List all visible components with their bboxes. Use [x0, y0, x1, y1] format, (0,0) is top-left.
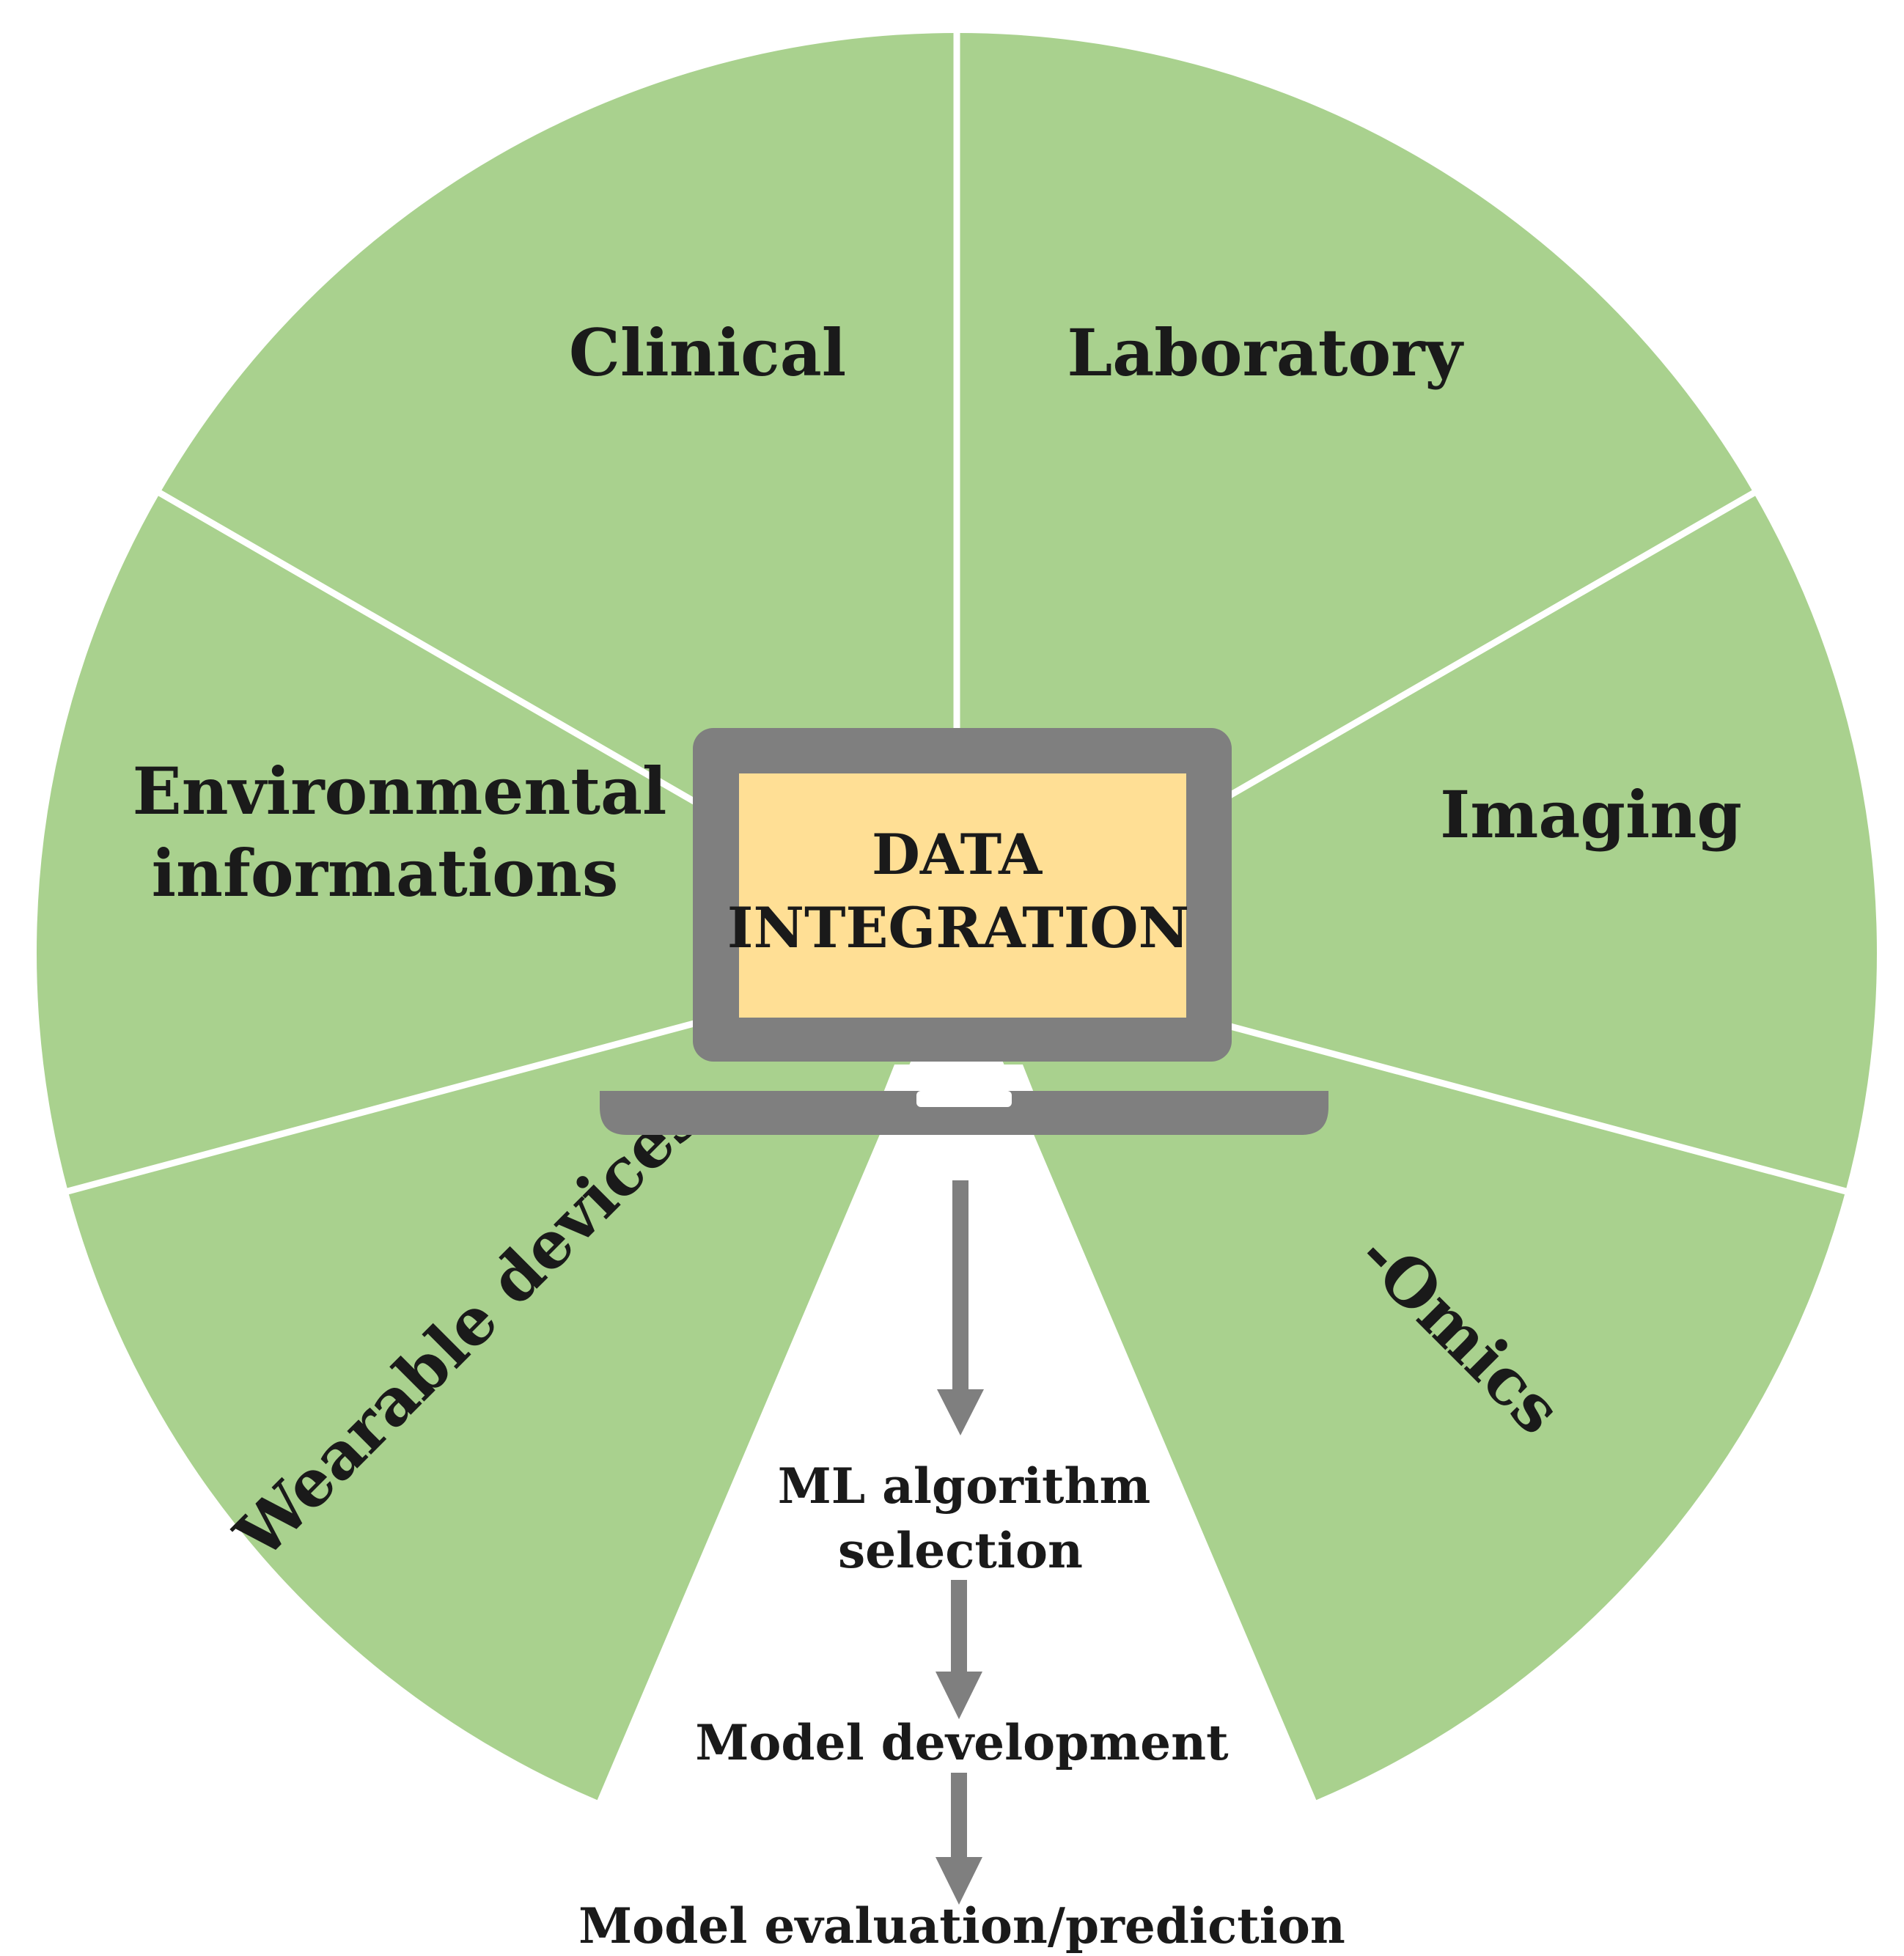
segment-clinical — [160, 33, 957, 898]
segment-environmental — [37, 493, 862, 1191]
laptop-icon — [600, 728, 1328, 1135]
laptop-trackpad-notch — [916, 1091, 1012, 1107]
segments-group — [37, 33, 1877, 1801]
step-model-evaluation: Model evaluation/prediction — [578, 1897, 1345, 1955]
label-environmental: Environmental — [133, 753, 667, 829]
laptop-screen — [739, 773, 1186, 1018]
step-model-development: Model development — [695, 1714, 1229, 1771]
center-text-line1: DATA — [872, 822, 1043, 887]
arrow-down-icon — [937, 1180, 984, 1435]
step-ml-algorithm-line2: selection — [838, 1522, 1083, 1579]
arrow-down-icon — [936, 1580, 982, 1719]
label-imaging: Imaging — [1440, 776, 1742, 853]
laptop-base — [600, 1091, 1328, 1135]
label-environmental-line2: informations — [152, 835, 619, 911]
process-arrows — [936, 1180, 984, 1905]
label-laboratory: Laboratory — [1067, 315, 1464, 391]
segment-omics — [999, 981, 1846, 1801]
segment-imaging — [1051, 493, 1877, 1191]
segment-laboratory — [957, 33, 1754, 898]
segment-wearable-devices — [67, 981, 914, 1801]
label-clinical: Clinical — [569, 315, 846, 391]
arrow-down-icon — [936, 1773, 982, 1905]
process-steps: ML algorithm selection Model development… — [578, 1457, 1345, 1955]
step-ml-algorithm-line1: ML algorithm — [778, 1457, 1151, 1515]
laptop-hinge — [883, 1065, 1034, 1092]
center-text-line2: INTEGRATION — [727, 895, 1189, 960]
